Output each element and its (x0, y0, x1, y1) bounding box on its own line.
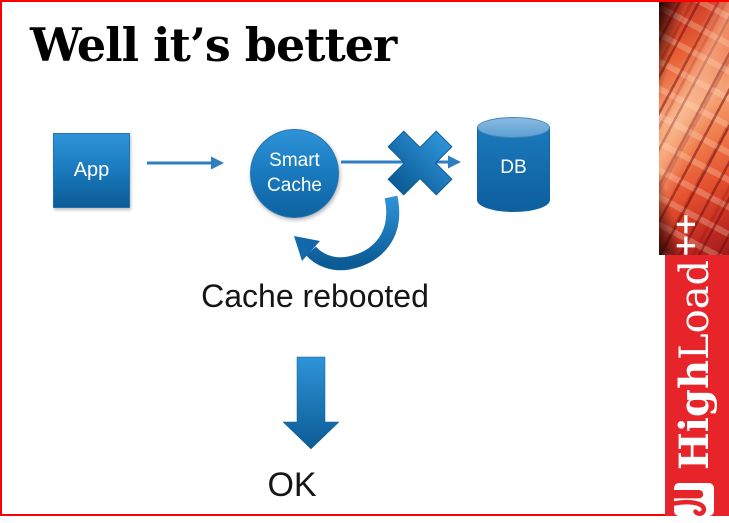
sidebar-photo-texture (659, 2, 729, 255)
blocked-x-icon (387, 130, 453, 196)
smart-cache-node-label: Smart Cache (267, 149, 322, 196)
cache-rebooted-caption: Cache rebooted (201, 278, 429, 314)
db-cylinder-top (477, 117, 550, 138)
smart-cache-node: Smart Cache (250, 129, 339, 218)
flow-arrow-cache-to-db (341, 155, 461, 169)
down-arrow-icon (282, 356, 340, 450)
slide-frame-bottom (0, 514, 729, 516)
brand-wordmark-load: Load (672, 259, 718, 360)
db-node-label: DB (500, 157, 527, 178)
slide-title: Well it’s better (30, 18, 397, 72)
app-node-label: App (73, 159, 110, 181)
ok-caption: OK (267, 466, 317, 504)
highload-logo-icon (674, 483, 714, 516)
app-node: App (53, 133, 130, 208)
slide-frame-left (0, 0, 2, 516)
slide-frame-top (0, 0, 729, 2)
flow-arrow-app-to-cache (147, 156, 224, 170)
db-node (477, 127, 550, 212)
brand-wordmark-plusplus: ++ (668, 215, 702, 258)
brand-wordmark-high: High (671, 359, 718, 470)
